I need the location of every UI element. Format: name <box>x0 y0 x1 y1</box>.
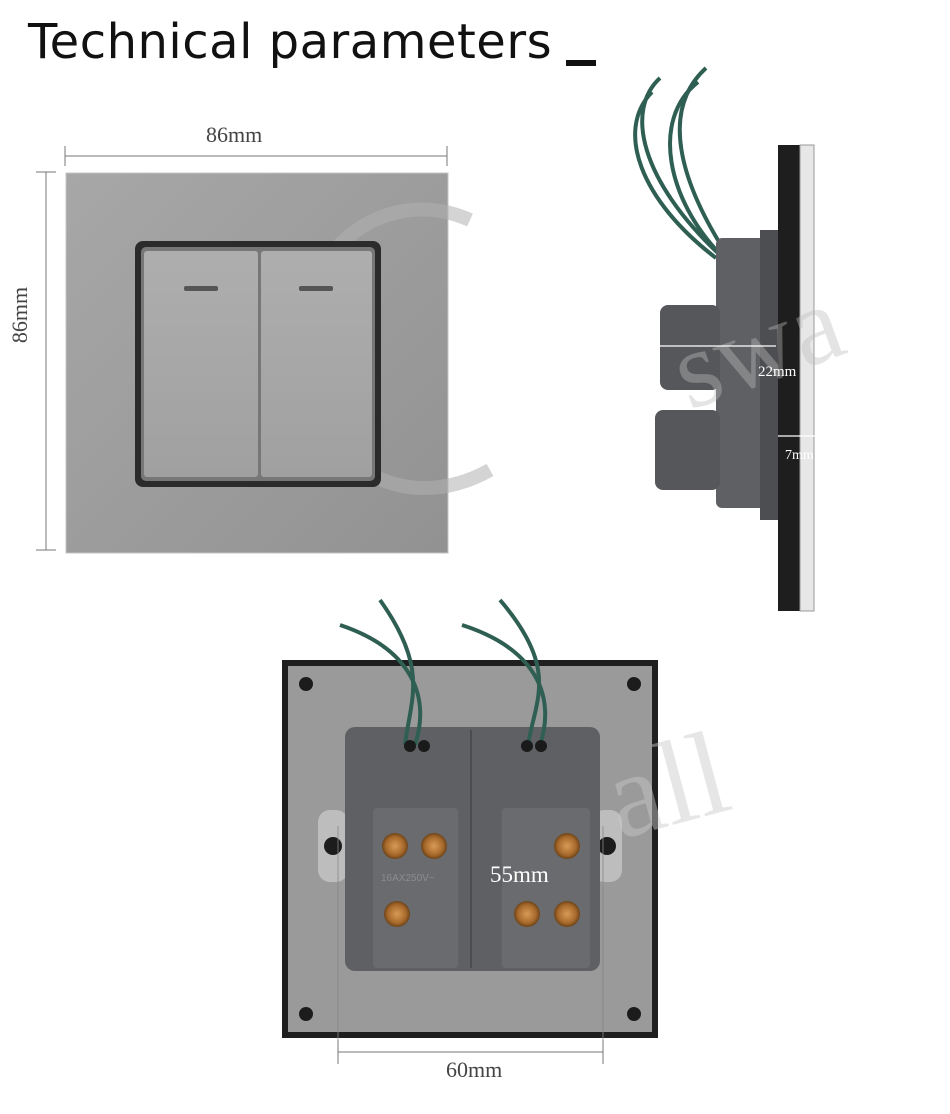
terminal-screw <box>554 901 580 927</box>
side-wire <box>640 76 722 257</box>
side-glass-edge <box>778 145 800 611</box>
side-view: swa <box>633 66 858 612</box>
left-rocker-key <box>144 251 258 477</box>
front-width-label: 86mm <box>206 122 263 147</box>
terminal-screw <box>382 833 408 859</box>
back-inner-label: 55mm <box>490 862 549 887</box>
terminal-screw <box>514 901 540 927</box>
rating-label: 16AX250V~ <box>381 873 435 884</box>
left-indicator-led <box>184 286 218 291</box>
back-view: all <box>282 598 742 1064</box>
back-mounting-label: 60mm <box>446 1057 503 1082</box>
side-depth-label: 22mm <box>758 364 797 380</box>
terminal-screw <box>384 901 410 927</box>
front-view <box>36 146 494 554</box>
right-indicator-led <box>299 286 333 291</box>
terminal-screw <box>554 833 580 859</box>
page-title: Technical parameters <box>28 14 553 70</box>
front-height-label: 86mm <box>7 286 33 344</box>
right-rocker-key <box>261 251 372 477</box>
title-underscore <box>566 60 596 66</box>
side-panel-label: 7mm <box>785 448 814 463</box>
terminal-screw <box>421 833 447 859</box>
